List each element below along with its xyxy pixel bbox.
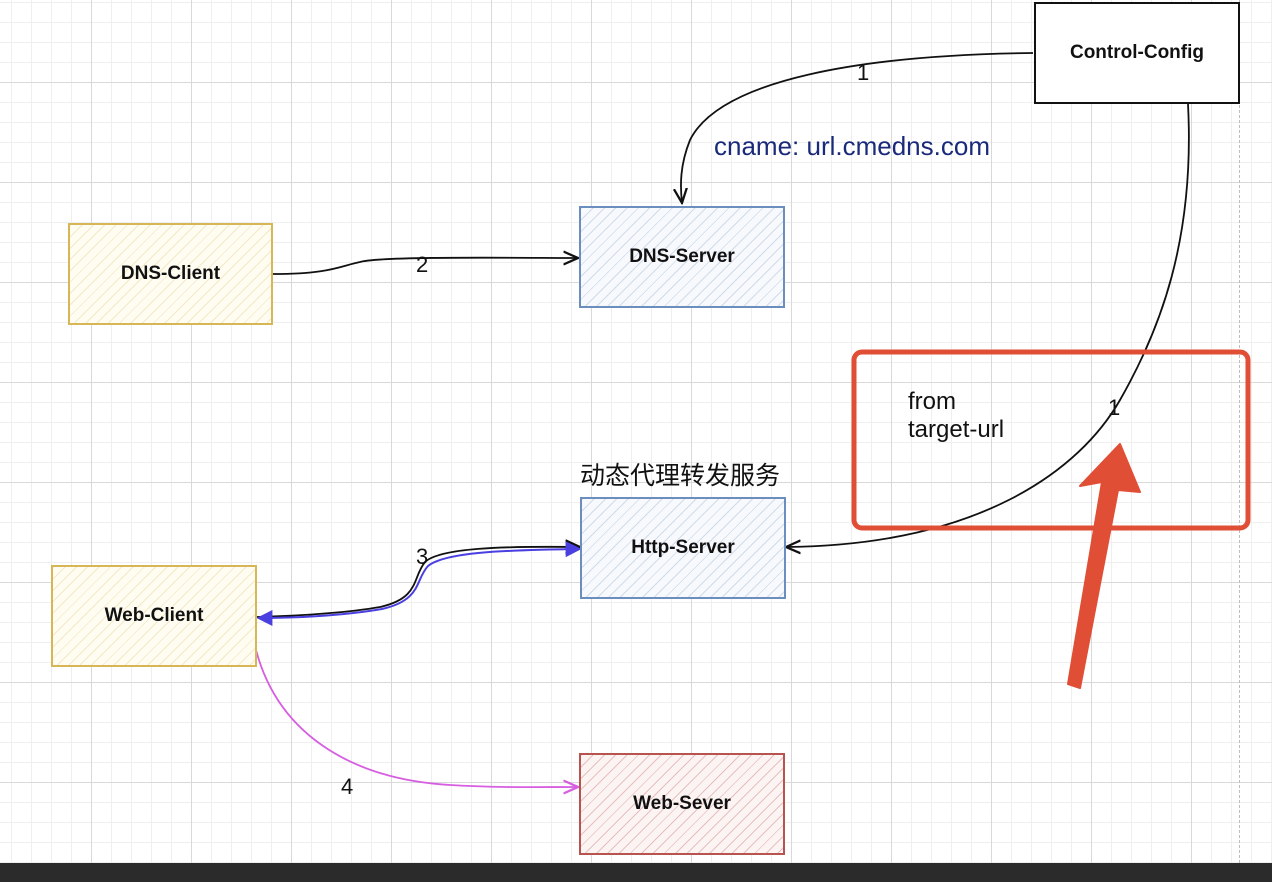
highlight-box xyxy=(851,349,1251,531)
node-web-server[interactable]: Web-Sever xyxy=(579,753,785,855)
node-web-server-label: Web-Sever xyxy=(633,793,731,814)
edge-label-config-to-dns: 1 xyxy=(857,60,870,85)
edge-http-web-client-blue xyxy=(256,541,582,626)
page-boundary-line xyxy=(1239,0,1240,863)
http-server-caption: 动态代理转发服务 xyxy=(580,461,781,490)
edge-label-client-to-dns: 2 xyxy=(416,252,429,277)
edge-label-config-to-http: 1 xyxy=(1108,395,1121,420)
node-dns-client[interactable]: DNS-Client xyxy=(68,223,273,325)
highlight-arrow xyxy=(1067,443,1141,689)
node-dns-server[interactable]: DNS-Server xyxy=(579,206,785,308)
node-control-config-label: Control-Config xyxy=(1069,42,1204,63)
node-web-client[interactable]: Web-Client xyxy=(51,565,257,667)
node-http-server[interactable]: Http-Server xyxy=(580,497,786,599)
edge-label-http-web-client: 3 xyxy=(416,544,429,569)
note-from-target-url: from target-url xyxy=(908,388,1005,443)
cname-annotation: cname: url.cmedns.com xyxy=(714,131,990,161)
node-http-server-label: Http-Server xyxy=(631,537,735,558)
edge-label-web-client-to-server: 4 xyxy=(341,774,354,799)
node-dns-server-label: DNS-Server xyxy=(629,246,735,267)
edge-config-to-dns xyxy=(681,52,1034,203)
node-dns-client-label: DNS-Client xyxy=(120,263,221,284)
edge-web-client-to-server xyxy=(255,649,578,787)
node-control-config[interactable]: Control-Config xyxy=(1034,2,1240,104)
edge-client-to-dns xyxy=(272,258,578,275)
bottom-bar xyxy=(0,863,1272,882)
edges-layer xyxy=(255,52,1251,863)
node-web-client-label: Web-Client xyxy=(104,605,204,626)
diagram-canvas: Control-Config DNS-Server DNS-Client Htt… xyxy=(51,0,1251,863)
